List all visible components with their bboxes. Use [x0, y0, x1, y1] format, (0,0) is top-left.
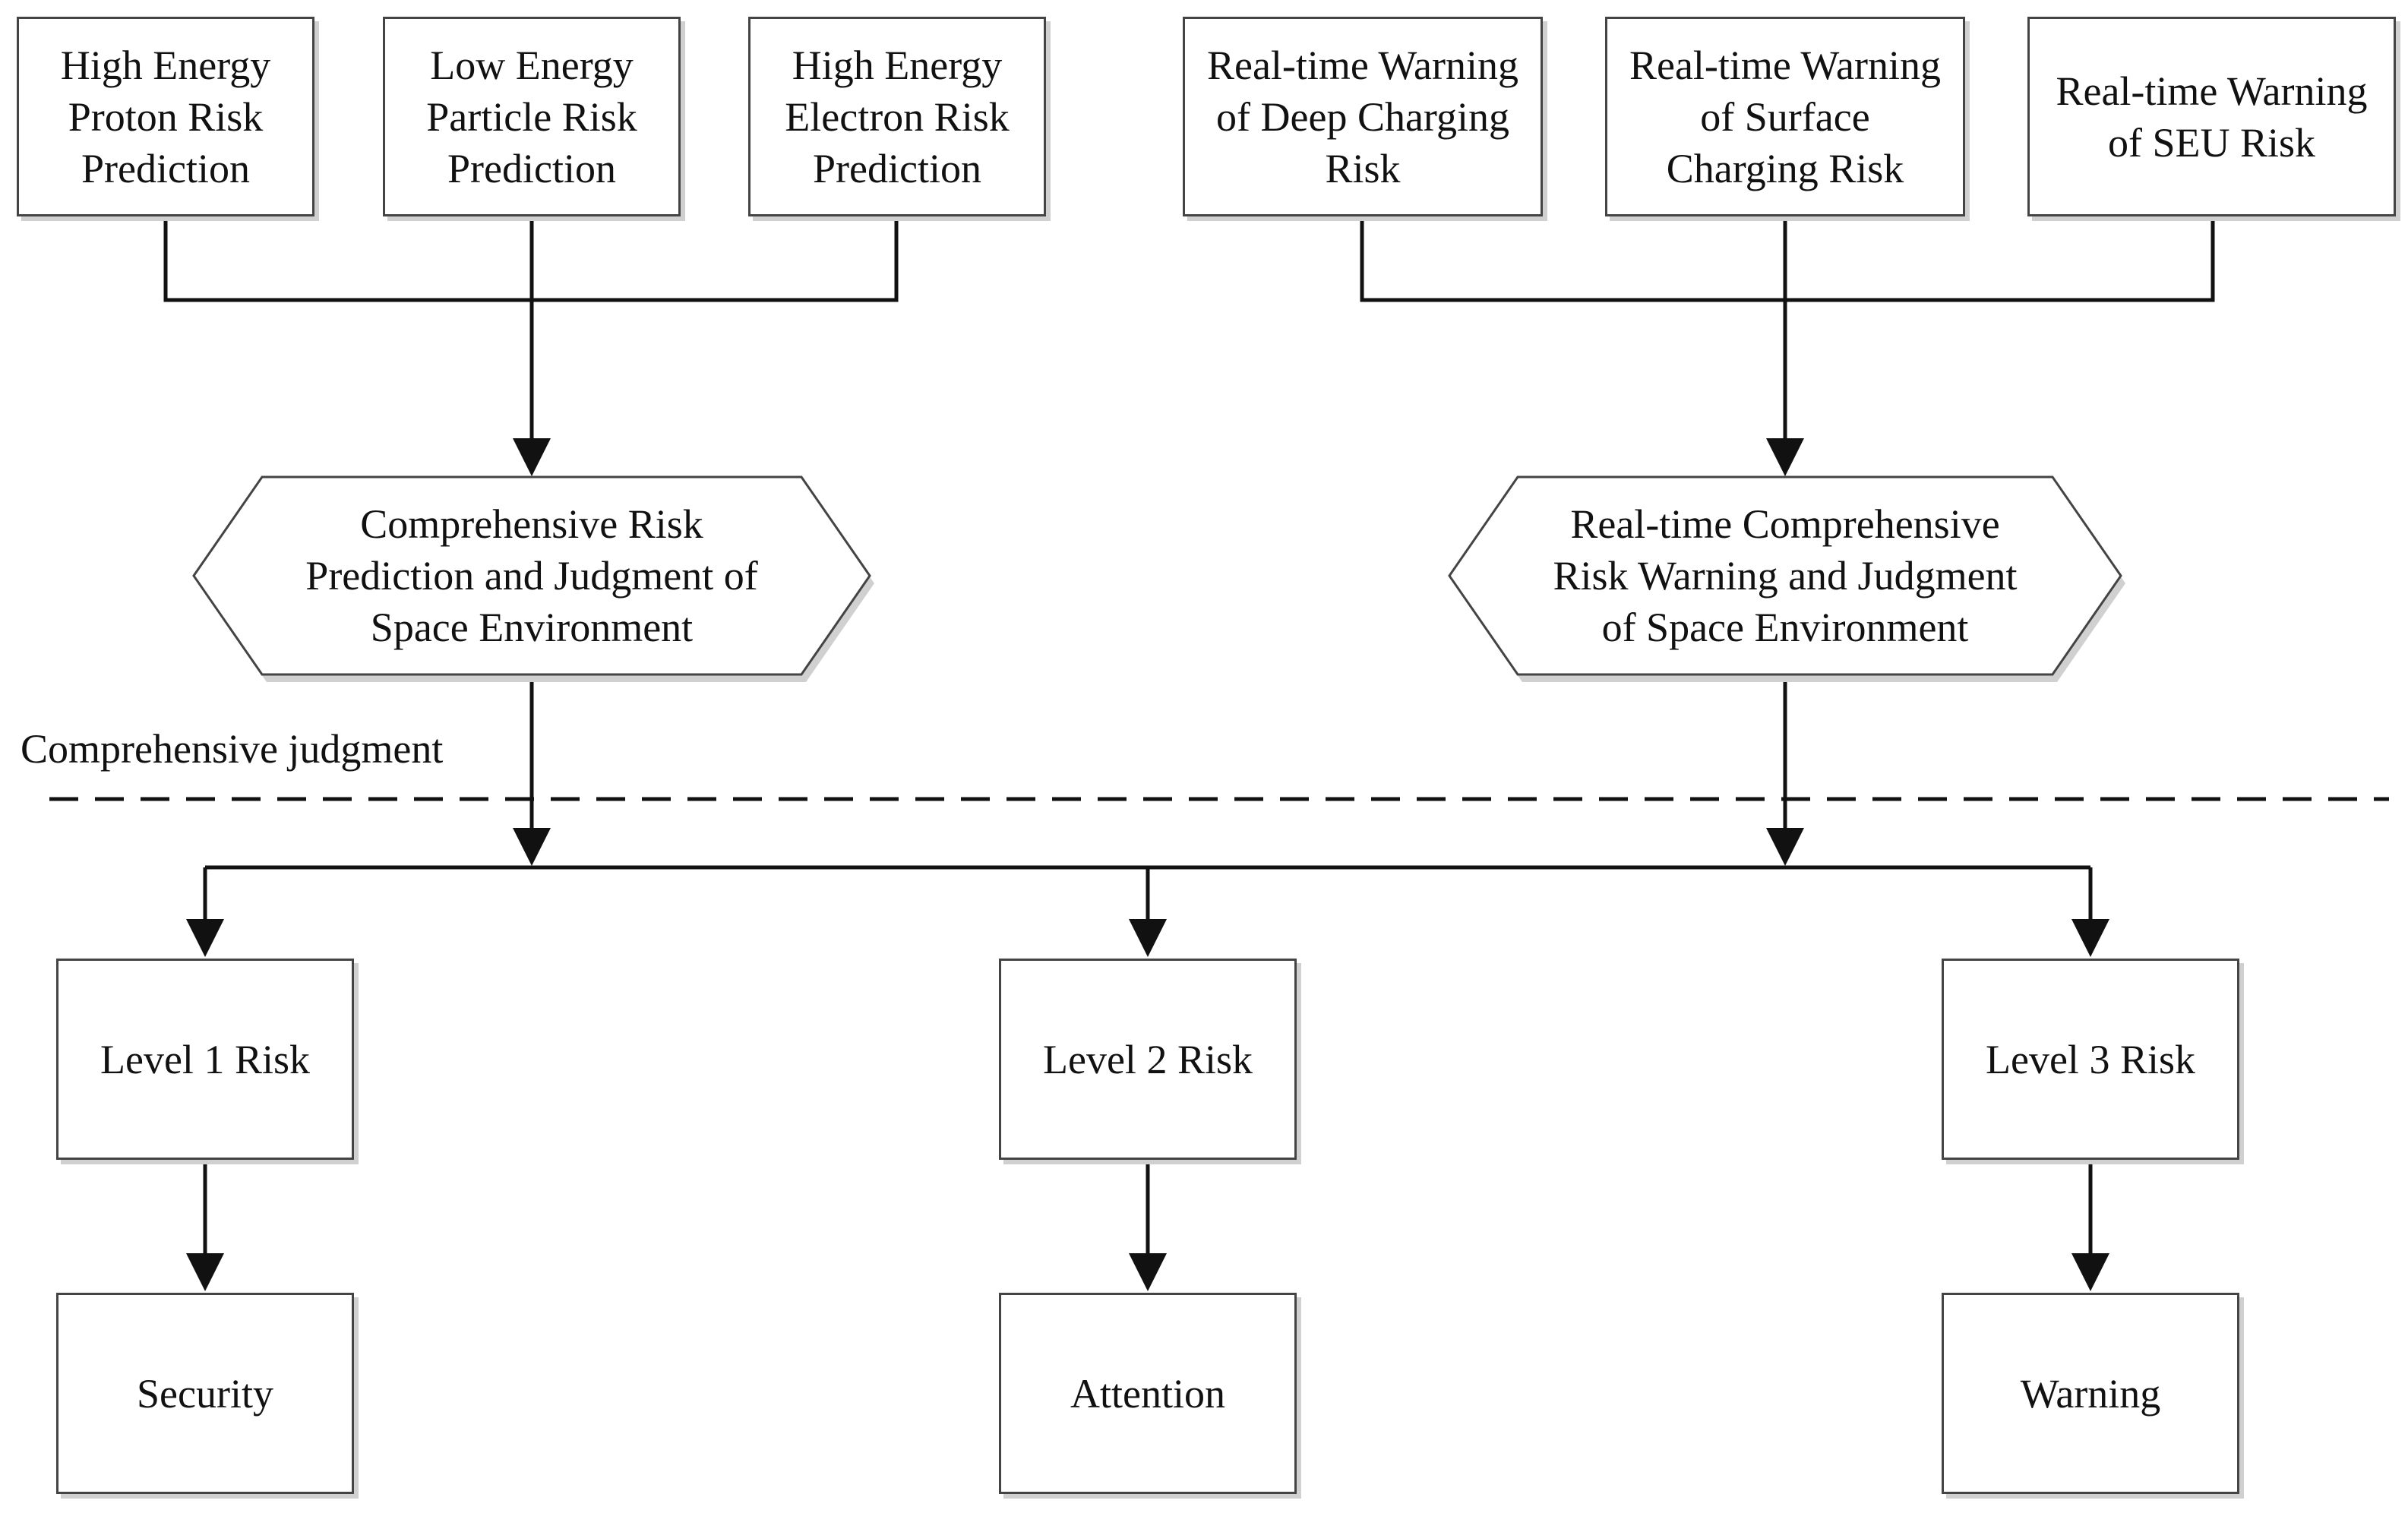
right-hexagon-label: Real-time Comprehensive Risk Warning and…: [1553, 501, 2018, 650]
left-hexagon-label: Comprehensive Risk Prediction and Judgme…: [305, 501, 758, 650]
connector-left-inputs: [163, 216, 899, 302]
box-warning: Warning: [1942, 1293, 2239, 1494]
box-deep-charging-warning: Real-time Warning of Deep Charging Risk: [1183, 17, 1543, 216]
box-surface-charging-warning: Real-time Warning of Surface Charging Ri…: [1605, 17, 1965, 216]
comprehensive-judgment-label: Comprehensive judgment: [21, 726, 444, 772]
left-hexagon: [192, 475, 871, 676]
box-high-energy-proton: High Energy Proton Risk Prediction: [17, 17, 314, 216]
box-level-2-risk: Level 2 Risk: [999, 959, 1297, 1160]
connector-right-inputs: [1360, 216, 2215, 302]
box-low-energy-particle: Low Energy Particle Risk Prediction: [383, 17, 681, 216]
box-seu-warning: Real-time Warning of SEU Risk: [2027, 17, 2396, 216]
box-attention: Attention: [999, 1293, 1297, 1494]
right-hexagon: [1448, 475, 2122, 676]
box-level-3-risk: Level 3 Risk: [1942, 959, 2239, 1160]
box-high-energy-electron: High Energy Electron Risk Prediction: [748, 17, 1046, 216]
box-level-1-risk: Level 1 Risk: [56, 959, 354, 1160]
box-security: Security: [56, 1293, 354, 1494]
